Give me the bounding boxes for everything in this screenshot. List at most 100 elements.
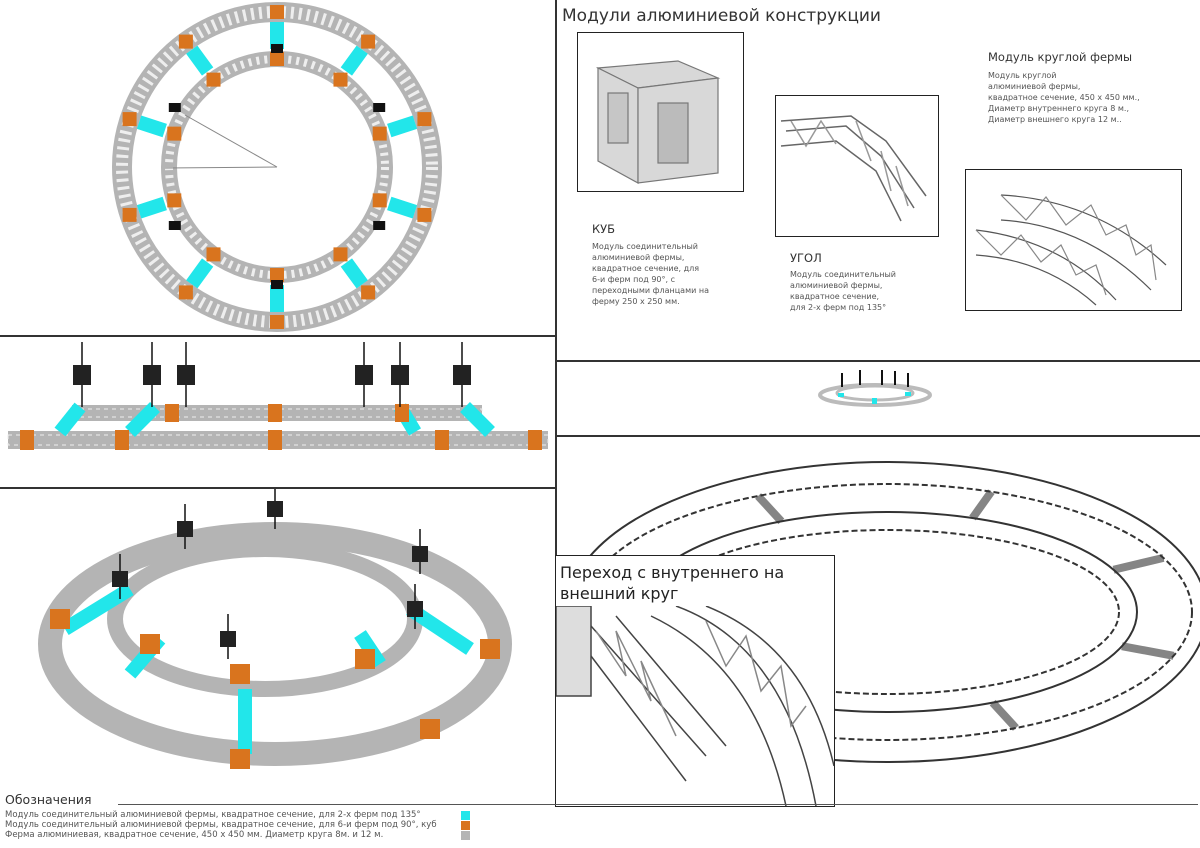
light-fixture [407, 601, 423, 617]
angle-desc-line: алюминиевой фермы, [790, 281, 883, 290]
inset-title: Переход с внутреннего на внешний круг [560, 562, 784, 604]
cube-node [270, 5, 284, 19]
round-desc-line: Диаметр внутреннего круга 8 м., [988, 104, 1129, 113]
cube-node [230, 664, 250, 684]
connector-135 [387, 115, 418, 138]
cube-node [167, 193, 182, 208]
legend-item-connector: Модуль соединительный алюминиевой фермы,… [5, 810, 470, 820]
divider-thumb-3d [555, 435, 1200, 437]
round-desc-line: алюминиевой фермы, [988, 82, 1081, 91]
cube-node [435, 430, 449, 450]
connector-135 [136, 115, 167, 138]
light-fixture [453, 365, 471, 385]
connector-135 [136, 196, 167, 219]
radius-line [164, 166, 278, 169]
connector-135 [186, 258, 214, 289]
round-description: Модуль круглой алюминиевой фермы, квадра… [988, 70, 1140, 125]
divider-side-vertical [555, 335, 557, 487]
legend-label: Модуль соединительный алюминиевой фермы,… [5, 820, 437, 830]
round-desc-line: Модуль круглой [988, 71, 1057, 80]
round-desc-line: квадратное сечение, 450 х 450 мм., [988, 93, 1140, 102]
light-fixture [412, 546, 428, 562]
cube-node [420, 719, 440, 739]
legend-list: Модуль соединительный алюминиевой фермы,… [5, 810, 470, 840]
cube-node [372, 126, 387, 141]
cube-node [178, 285, 193, 300]
cube-node [372, 193, 387, 208]
cube-node [122, 207, 137, 222]
cube-node [230, 749, 250, 769]
cube-node [480, 639, 500, 659]
light-fixture [271, 44, 283, 53]
cube-node [270, 268, 284, 282]
divider-plan-side [0, 335, 555, 337]
cube-node [361, 285, 376, 300]
cube-node [165, 404, 179, 422]
connector-135 [54, 402, 86, 437]
thumbnail-ring [818, 370, 932, 407]
wireframe-connector [1112, 554, 1165, 574]
cube-desc-line: ферму 250 х 250 мм. [592, 297, 680, 306]
cube-node [50, 609, 70, 629]
cube-node [268, 404, 282, 422]
cube-image [577, 32, 744, 192]
wireframe-connector [969, 489, 995, 521]
cube-desc-line: переходными фланцами на [592, 286, 709, 295]
cube-node [140, 634, 160, 654]
light-fixture [391, 365, 409, 385]
connector-135 [387, 196, 418, 219]
inset-title-line: Переход с внутреннего на [560, 563, 785, 582]
connector-135 [125, 402, 160, 437]
cube-node [417, 207, 432, 222]
cube-description: Модуль соединительный алюминиевой фермы,… [592, 241, 709, 307]
cube-desc-line: Модуль соединительный [592, 242, 698, 251]
light-fixture [177, 365, 195, 385]
wireframe-ring [581, 483, 1193, 741]
legend-item-truss: Ферма алюминиевая, квадратное сечение, 4… [5, 830, 470, 840]
light-fixture [271, 280, 283, 289]
cube-desc-line: квадратное сечение, для [592, 264, 700, 273]
light-fixture [220, 631, 236, 647]
transition-inset: Переход с внутреннего на внешний круг [555, 555, 835, 807]
legend-label: Модуль соединительный алюминиевой фермы,… [5, 810, 421, 820]
cube-node [355, 649, 375, 669]
cube-node [20, 430, 34, 450]
legend-label: Ферма алюминиевая, квадратное сечение, 4… [5, 830, 384, 840]
cube-node [206, 247, 221, 262]
round-heading: Модуль круглой фермы [988, 50, 1133, 64]
wireframe-connector [755, 493, 785, 525]
cube-node [333, 72, 348, 87]
light-fixture [355, 365, 373, 385]
cube-node [178, 34, 193, 49]
light-fixture [143, 365, 161, 385]
cube-icon [595, 60, 721, 185]
legend-item-cube: Модуль соединительный алюминиевой фермы,… [5, 820, 470, 830]
legend-title: Обозначения [5, 792, 92, 807]
orange-swatch-icon [461, 820, 470, 830]
cube-node [361, 34, 376, 49]
cube-node [528, 430, 542, 450]
light-fixture [112, 571, 128, 587]
connector-135 [186, 45, 214, 76]
light-fixture [373, 103, 386, 112]
cube-node [333, 247, 348, 262]
connector-135 [340, 258, 368, 289]
round-truss-icon [975, 194, 1167, 306]
divider-modules-thumb [555, 360, 1200, 362]
angle-desc-line: квадратное сечение, [790, 292, 880, 301]
side-view-drawing [7, 342, 549, 450]
cube-node [395, 404, 409, 422]
wireframe-connector [1121, 642, 1175, 660]
angle-desc-line: Модуль соединительный [790, 270, 896, 279]
connector-135 [460, 402, 495, 437]
wireframe-connector [989, 699, 1019, 731]
light-fixture [373, 221, 386, 230]
connector-135 [61, 583, 134, 635]
angle-description: Модуль соединительный алюминиевой фермы,… [790, 269, 896, 313]
cube-node [115, 430, 129, 450]
transition-icon [556, 606, 834, 806]
cube-node [206, 72, 221, 87]
modules-title: Модули алюминиевой конструкции [562, 6, 881, 26]
perspective-view-drawing [38, 489, 512, 769]
angle-icon [780, 115, 927, 222]
